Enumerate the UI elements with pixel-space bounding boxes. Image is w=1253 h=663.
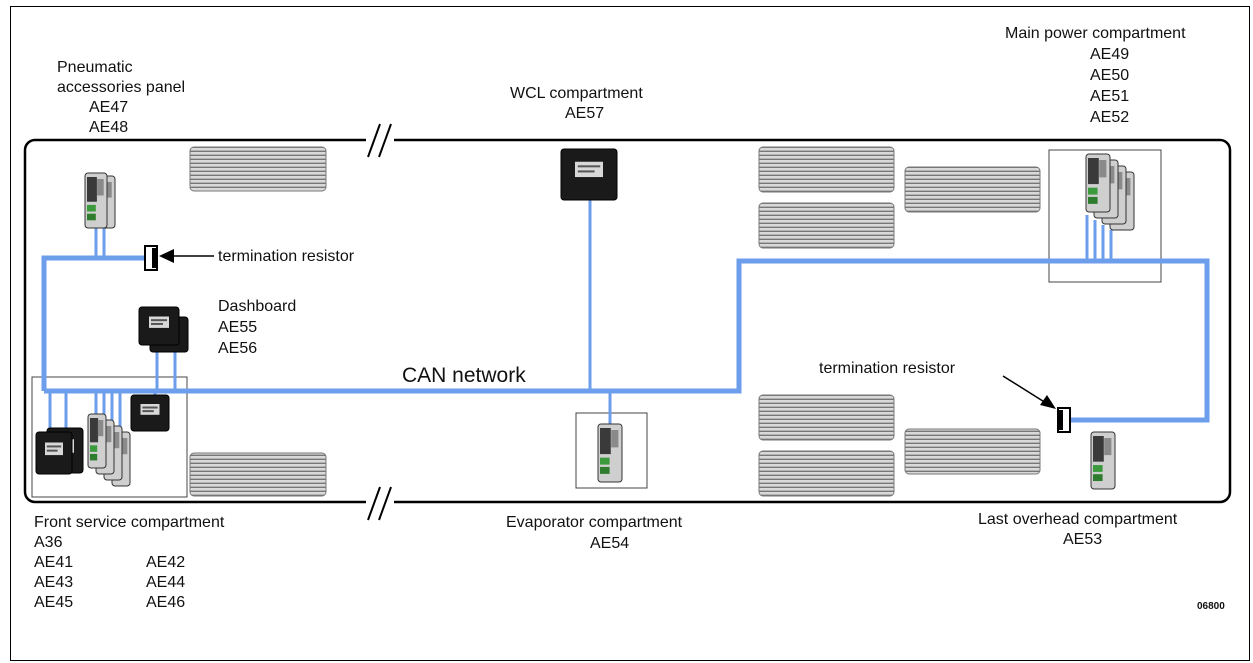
seat-block xyxy=(189,452,327,497)
front-service-compartment-box xyxy=(31,376,188,498)
break-mark-bottom xyxy=(366,486,394,521)
modules xyxy=(35,148,1135,490)
last-overhead-title: Last overhead compartment xyxy=(978,511,1178,528)
termination-resistor-left xyxy=(144,245,214,271)
black-control-unit-icon xyxy=(35,431,73,475)
front-service-module-ae44: AE44 xyxy=(146,574,185,591)
seat-rows xyxy=(189,146,1041,497)
front-service-module-ae42: AE42 xyxy=(146,554,185,571)
seat-block xyxy=(758,394,895,441)
front-service-module-ae41: AE41 xyxy=(34,554,73,571)
front-service-module-a36: A36 xyxy=(34,534,63,551)
control-module-icon xyxy=(84,172,108,229)
seat-block xyxy=(189,146,327,192)
figure-code: 06800 xyxy=(1197,601,1225,612)
dashboard-title: Dashboard xyxy=(218,298,296,315)
control-module-icon xyxy=(1090,431,1116,490)
main-power-module-ae50: AE50 xyxy=(1090,67,1129,84)
can-bus xyxy=(41,200,1210,436)
main-power-compartment-box xyxy=(1048,149,1162,283)
pneumatic-title-line1: Pneumatic xyxy=(57,59,133,76)
evaporator-module-ae54: AE54 xyxy=(590,535,629,552)
bus-outline xyxy=(23,138,1232,504)
dashboard-module-ae56: AE56 xyxy=(218,340,257,357)
dashboard-module-ae55: AE55 xyxy=(218,319,257,336)
pneumatic-title-line2: accessories panel xyxy=(57,79,185,96)
evaporator-title: Evaporator compartment xyxy=(506,514,683,531)
figure-frame xyxy=(10,6,1250,661)
control-module-icon xyxy=(597,423,623,483)
control-module-icon xyxy=(87,413,107,469)
front-service-title: Front service compartment xyxy=(34,514,225,531)
seat-block xyxy=(758,450,895,497)
termination-resistor-left-label: termination resistor xyxy=(218,248,355,265)
black-control-unit-icon xyxy=(138,306,180,346)
seat-block xyxy=(758,146,895,193)
wcl-module-ae57: AE57 xyxy=(565,105,604,122)
black-control-unit-icon xyxy=(130,394,170,432)
seat-block xyxy=(904,166,1041,213)
pneumatic-module-ae48: AE48 xyxy=(89,119,128,136)
main-power-title: Main power compartment xyxy=(1005,25,1186,42)
black-control-unit-icon xyxy=(560,148,618,201)
termination-resistor-right-label: termination resistor xyxy=(819,360,956,377)
termination-resistor-right xyxy=(1002,375,1071,433)
can-network-label: CAN network xyxy=(402,364,526,387)
main-power-module-ae49: AE49 xyxy=(1090,46,1129,63)
front-service-module-ae45: AE45 xyxy=(34,594,73,611)
control-module-icon xyxy=(1085,153,1111,213)
last-overhead-module-ae53: AE53 xyxy=(1063,531,1102,548)
break-mark-top xyxy=(366,123,394,158)
seat-block xyxy=(904,428,1041,475)
seat-block xyxy=(758,202,895,249)
main-power-module-ae52: AE52 xyxy=(1090,109,1129,126)
main-power-module-ae51: AE51 xyxy=(1090,88,1129,105)
front-service-module-ae46: AE46 xyxy=(146,594,185,611)
wcl-title: WCL compartment xyxy=(510,85,643,102)
pneumatic-module-ae47: AE47 xyxy=(89,99,128,116)
front-service-module-ae43: AE43 xyxy=(34,574,73,591)
